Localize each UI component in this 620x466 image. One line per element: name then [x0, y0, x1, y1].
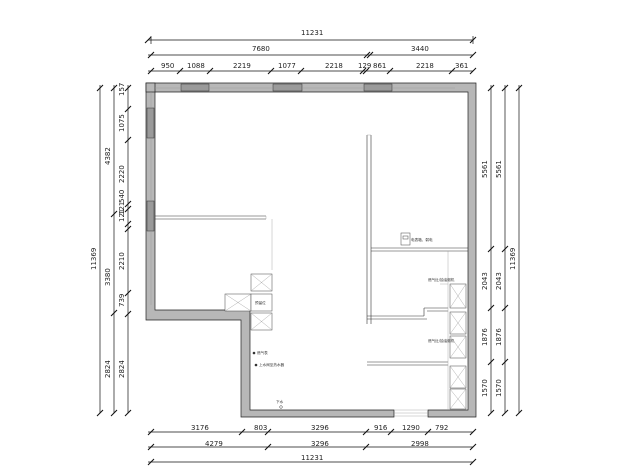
dim-left-b-9: 2824	[118, 360, 126, 378]
dim-top-b-6: 129	[358, 62, 371, 70]
dim-right-b-2: 2043	[495, 272, 503, 290]
dim-left-b-1: 157	[118, 83, 126, 96]
dim-top-b-3: 2219	[233, 62, 251, 70]
dim-top-b-5: 2218	[325, 62, 343, 70]
left-dimensions: 11369 4382 3380 2824 157 1075 2220 121 5…	[90, 83, 132, 417]
dim-bottom-a-3: 3296	[311, 424, 329, 432]
dim-left-b-2: 1075	[118, 114, 126, 132]
gas-meter-marker-icon	[252, 351, 256, 355]
right-dimensions: 5561 2043 1876 1570 5561 2043 1876 1570 …	[481, 84, 523, 417]
dim-right-b-4: 1570	[495, 379, 503, 397]
dim-left-b-4: 121	[118, 202, 126, 215]
dim-bottom-b-2: 3296	[311, 440, 329, 448]
dim-bottom-a-6: 792	[435, 424, 448, 432]
dim-left-b-8: 739	[118, 294, 126, 307]
dim-right-b-3: 1876	[495, 328, 503, 346]
dim-top-b-7: 861	[373, 62, 386, 70]
dim-top-b-8: 2218	[416, 62, 434, 70]
windows-left	[146, 92, 155, 305]
dim-bottom-b-3: 2998	[411, 440, 429, 448]
dim-right-total: 11369	[509, 248, 517, 270]
dim-bottom-a-2: 803	[254, 424, 267, 432]
water-valve-marker-icon	[254, 363, 258, 367]
dim-right-a-2: 2043	[481, 272, 489, 290]
fixture-label-gas-meter: 燃气表	[257, 350, 268, 355]
entrance-door	[394, 409, 428, 417]
dim-left-a-1: 4382	[104, 147, 112, 165]
exterior-walls	[145, 82, 477, 418]
windows-top	[155, 83, 455, 92]
fixture-label-electric-box: 电表箱、弱电	[411, 237, 433, 242]
dim-left-b-7: 2210	[118, 252, 126, 270]
bottom-dimensions: 3176 803 3296 916 1290 792 4279 3296 299…	[147, 424, 477, 466]
left-utility-shafts	[224, 273, 273, 331]
annotations: 预留位 燃气表 上水阀至热水器 电表箱、弱电 燃气灶/抽油烟机 燃气灶/抽油烟机…	[255, 237, 455, 404]
dim-top-a-2: 3440	[411, 45, 429, 53]
top-dimensions: 11231 7680 3440 950 1088 2219 1077 2218 …	[144, 29, 477, 75]
dim-top-b-1: 950	[161, 62, 174, 70]
fixture-label-drain: 下水	[276, 399, 284, 404]
right-utility-shafts	[449, 283, 467, 410]
fixture-label-water-valve: 上水阀至热水器	[259, 362, 285, 367]
dim-left-a-2: 3380	[104, 268, 112, 286]
dim-left-total: 11369	[90, 248, 98, 270]
dim-left-a-3: 2824	[104, 360, 112, 378]
dim-left-b-6: 121	[118, 209, 126, 222]
dim-right-a-4: 1570	[481, 379, 489, 397]
dim-bottom-a-5: 1290	[402, 424, 420, 432]
dim-left-b-3: 2220	[118, 165, 126, 183]
dim-right-b-1: 5561	[495, 160, 503, 178]
dim-top-b-2: 1088	[187, 62, 205, 70]
dim-top-total: 11231	[301, 29, 323, 37]
dim-top-b-4: 1077	[278, 62, 296, 70]
dim-right-a-3: 1876	[481, 328, 489, 346]
electric-panel	[400, 232, 411, 246]
dim-bottom-a-1: 3176	[191, 424, 209, 432]
dim-top-b-9: 361	[455, 62, 468, 70]
dim-left-b-5: 540	[118, 190, 126, 203]
fixture-label-stove-2: 燃气灶/抽油烟机	[428, 338, 455, 343]
fixture-label-stove-1: 燃气灶/抽油烟机	[428, 277, 455, 282]
drain-marker-icon	[279, 405, 283, 409]
dim-bottom-total: 11231	[301, 454, 323, 462]
dim-right-a-1: 5561	[481, 160, 489, 178]
dim-top-a-1: 7680	[252, 45, 270, 53]
dim-bottom-b-1: 4279	[205, 440, 223, 448]
fixture-label-reserved: 预留位	[255, 300, 266, 305]
dim-bottom-a-4: 916	[374, 424, 388, 432]
interior-partitions	[155, 134, 468, 410]
